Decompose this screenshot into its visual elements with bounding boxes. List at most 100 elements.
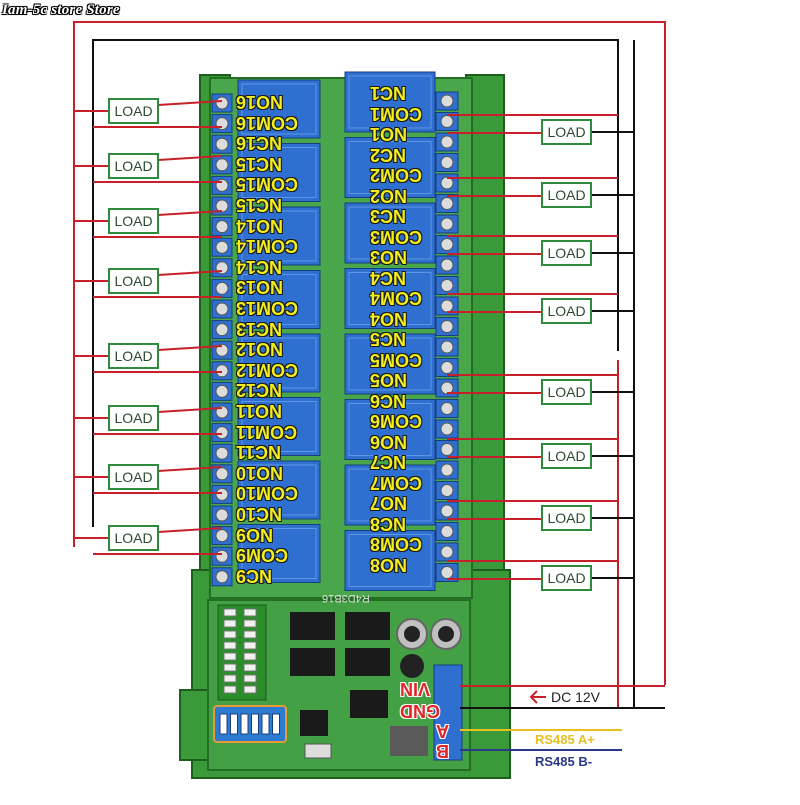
terminal-screw-right [435,440,459,459]
inductor [400,654,424,678]
terminal-label-right: NC8 [370,513,407,534]
dip-key [230,713,238,735]
terminal-label-left: NO9 [236,524,274,545]
relay-left-2 [237,143,321,202]
terminal-label-left: NO12 [236,339,284,360]
terminal-screw-right [435,481,459,500]
terminal-label-right: NC3 [370,206,407,226]
terminal-label-right: COM8 [370,534,423,554]
terminal-screw-left [211,546,233,566]
terminal-label-left: COM15 [236,174,299,195]
terminal-label-right: NO6 [370,431,408,452]
load-wire [157,527,223,533]
terminal-screw-left [211,175,233,195]
terminal-screw-left [211,237,233,257]
terminal-label-right: NC2 [370,144,407,165]
terminal-label-left: COM16 [236,112,299,133]
load-box-right: LOAD [541,565,592,591]
terminal-label-left: NO11 [236,401,283,421]
terminal-screw-right [435,235,459,254]
watermark: Iam-5c store Store [2,2,120,18]
rs485-a-label: RS485 A+ [535,732,595,747]
dip-key [240,713,249,735]
power-terminal-label: GND [400,701,440,721]
dc-12v-label: DC 12V [551,689,601,705]
terminal-label-right: NC1 [370,83,407,103]
terminal-label-right: NC6 [370,390,407,411]
terminal-label-right: COM2 [370,165,423,185]
terminal-label-left: COM9 [236,545,289,566]
terminal-label-left: NO16 [236,92,284,112]
terminal-label-right: NO7 [370,493,408,513]
status-led [243,619,257,628]
relay-left-1 [237,79,321,139]
relay-right-4 [344,268,436,329]
led-array [223,608,257,694]
ic-chip-7 [390,726,428,756]
terminal-screw-left [211,484,233,504]
terminal-screw-right [435,337,459,357]
relay-left-7 [237,460,321,520]
terminal-screw-right [435,194,459,213]
terminal-screw-right [435,91,459,111]
terminal-screw-left [211,134,233,154]
terminal-screw-left [211,299,233,319]
relay-left-8 [237,524,321,583]
terminal-screw-right [435,255,459,275]
load-box-right: LOAD [541,298,592,324]
terminal-screw-left [211,402,233,422]
terminal-screw-right [435,173,459,193]
terminal-label-right: NO3 [370,247,408,267]
terminal-screw-right [435,399,459,418]
terminal-blocks [211,91,459,587]
relay-right-3 [344,202,436,264]
relay-right-2 [344,137,436,198]
load-wire [157,270,223,276]
load-wire [157,407,223,413]
terminal-screw-left [211,114,233,134]
load-wire [157,100,223,106]
rs485-b-label: RS485 B- [535,754,593,769]
terminal-screw-right [435,378,459,398]
status-led [223,652,237,661]
load-wires [74,100,634,580]
terminal-screw-left [211,320,233,340]
terminal-label-left: NC14 [236,256,283,277]
left-red-bus [73,21,666,685]
dip-key [251,713,259,735]
load-box-left: LOAD [108,464,159,490]
terminal-label-left: NC15 [236,153,283,174]
terminal-screw-right [435,460,459,480]
control-section [213,604,463,761]
terminal-screw-right [435,563,459,582]
terminal-label-left: NC11 [236,442,282,463]
terminal-label-left: COM13 [236,298,299,318]
relay-right-8 [344,530,436,591]
terminal-label-left: NC16 [236,133,283,154]
terminal-screw-left [211,464,233,484]
load-box-left: LOAD [108,343,159,369]
status-led [243,641,257,650]
terminal-screw-right [435,501,459,521]
power-terminal-label: A [436,721,449,741]
relay-left-3 [237,206,321,266]
terminal-screw-left [211,505,233,525]
terminal-label-right: NO1 [370,124,408,144]
terminal-label-right: COM7 [370,472,423,493]
ic-chip-6 [350,690,388,718]
relay-right-5 [344,333,436,395]
relay-right-7 [344,464,436,526]
dip-key [272,713,280,735]
terminal-label-left: COM12 [236,359,299,380]
terminal-label-right: NC7 [370,452,407,472]
load-box-left: LOAD [108,208,159,234]
load-box-left: LOAD [108,98,159,124]
dip-switch-keys [219,713,280,735]
terminal-label-left: COM14 [236,236,299,257]
status-led [223,663,237,672]
relay-column-left [237,79,321,583]
jumper-block [304,743,332,759]
terminal-label-right: NC5 [370,329,407,349]
terminal-screw-left [211,381,233,401]
